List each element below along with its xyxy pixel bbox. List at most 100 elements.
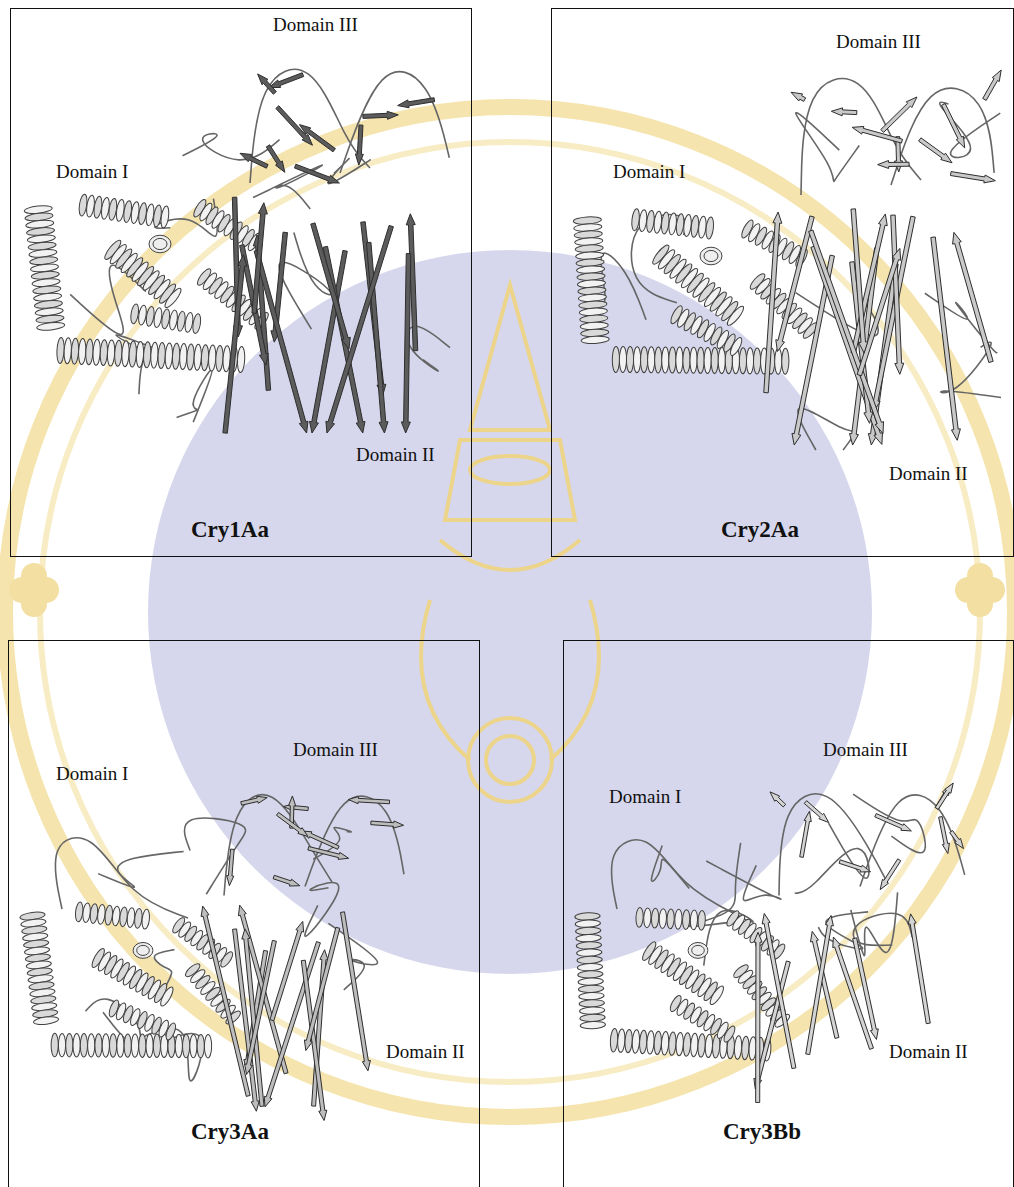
alpha-helix	[633, 347, 640, 373]
protein-name: Cry2Aa	[721, 516, 799, 544]
alpha-helix	[708, 984, 726, 1006]
beta-strand	[276, 106, 313, 146]
alpha-helix	[683, 214, 693, 237]
alpha-helix	[80, 1034, 87, 1057]
domain-label: Domain II	[889, 463, 968, 486]
alpha-helix	[632, 1030, 641, 1054]
alpha-helix	[137, 945, 150, 955]
alpha-helix	[610, 1028, 619, 1052]
alpha-helix	[577, 963, 603, 971]
beta-strand	[852, 126, 902, 143]
alpha-helix	[97, 904, 106, 924]
alpha-helix	[705, 1034, 714, 1058]
alpha-helix	[121, 341, 129, 367]
beta-strand	[240, 153, 268, 168]
alpha-helix	[578, 970, 604, 978]
beta-strand	[304, 927, 339, 1050]
beta-strand	[301, 831, 339, 849]
alpha-helix	[164, 1022, 177, 1041]
beta-strand	[201, 906, 250, 1096]
alpha-helix	[722, 1024, 737, 1043]
structure-panel: Domain IDomain IIIDomain IICry1Aa	[10, 8, 472, 557]
alpha-helix	[163, 286, 184, 309]
alpha-helix	[653, 211, 663, 234]
alpha-helix	[655, 347, 662, 373]
beta-strand	[241, 796, 267, 805]
alpha-helix	[175, 1034, 182, 1057]
coil-loop	[611, 840, 743, 918]
beta-strand	[764, 212, 782, 393]
alpha-helix	[197, 1034, 204, 1057]
protein-name: Cry3Bb	[723, 1118, 801, 1146]
alpha-helix	[580, 1021, 606, 1029]
beta-strand	[273, 875, 300, 886]
alpha-helix	[725, 304, 746, 327]
alpha-helix	[646, 210, 656, 233]
beta-strand	[776, 216, 814, 352]
alpha-helix	[661, 1031, 670, 1055]
structure-panel: Domain IDomain IIIDomain IICry2Aa	[551, 8, 1014, 557]
coil-loop	[305, 883, 339, 937]
beta-strand	[891, 215, 904, 374]
alpha-helix	[683, 1033, 692, 1057]
beta-strand	[806, 915, 834, 1054]
domain-label: Domain II	[889, 1041, 968, 1064]
beta-strand	[762, 914, 796, 1069]
alpha-helix	[575, 919, 601, 927]
alpha-helix	[753, 348, 760, 374]
domain-label: Domain II	[356, 444, 435, 467]
beta-strand	[270, 921, 304, 1020]
alpha-helix	[85, 339, 93, 365]
domain-label: Domain III	[273, 14, 358, 37]
alpha-helix	[100, 339, 108, 365]
alpha-helix	[626, 347, 633, 373]
alpha-helix	[237, 346, 245, 372]
alpha-helix	[704, 347, 711, 373]
alpha-helix	[698, 216, 708, 239]
alpha-helix	[643, 908, 651, 928]
alpha-helix	[728, 336, 744, 357]
alpha-helix	[697, 1034, 706, 1058]
alpha-helix	[149, 235, 171, 253]
alpha-helix	[172, 343, 180, 369]
coil-loop	[796, 113, 859, 182]
alpha-helix	[131, 1034, 138, 1057]
alpha-helix	[647, 347, 654, 373]
coil-loop	[116, 335, 174, 394]
coil-loop	[184, 818, 245, 894]
beta-strand	[770, 792, 786, 807]
beta-strand	[919, 138, 952, 163]
beta-strand	[276, 812, 307, 836]
alpha-helix	[117, 1034, 124, 1057]
structure-panel: Domain IDomain IIIDomain IICry3Aa	[8, 640, 480, 1187]
beta-strand	[800, 811, 812, 857]
beta-strand	[942, 103, 965, 147]
protein-ribbon	[24, 69, 450, 433]
beta-strand	[363, 111, 398, 119]
alpha-helix	[204, 1034, 211, 1057]
alpha-helix	[107, 340, 115, 366]
coil-loop	[798, 408, 855, 450]
alpha-helix	[697, 347, 704, 373]
coil-loop	[55, 838, 188, 918]
coil-loop	[340, 72, 449, 173]
beta-strand	[881, 97, 917, 132]
beta-strand	[311, 223, 351, 349]
protein-ribbon	[20, 795, 404, 1121]
alpha-helix	[667, 909, 675, 929]
alpha-helix	[56, 337, 64, 363]
alpha-helix	[782, 348, 789, 374]
alpha-helix	[139, 1034, 146, 1057]
alpha-helix	[194, 344, 202, 370]
domain-label: Domain II	[386, 1041, 465, 1064]
beta-strand	[355, 125, 363, 165]
watermark-ring	[40, 142, 980, 1082]
alpha-helix	[114, 340, 122, 366]
alpha-helix	[660, 212, 670, 235]
alpha-helix	[575, 927, 601, 935]
alpha-helix	[146, 1034, 153, 1057]
alpha-helix	[636, 907, 644, 927]
alpha-helix	[36, 321, 65, 331]
